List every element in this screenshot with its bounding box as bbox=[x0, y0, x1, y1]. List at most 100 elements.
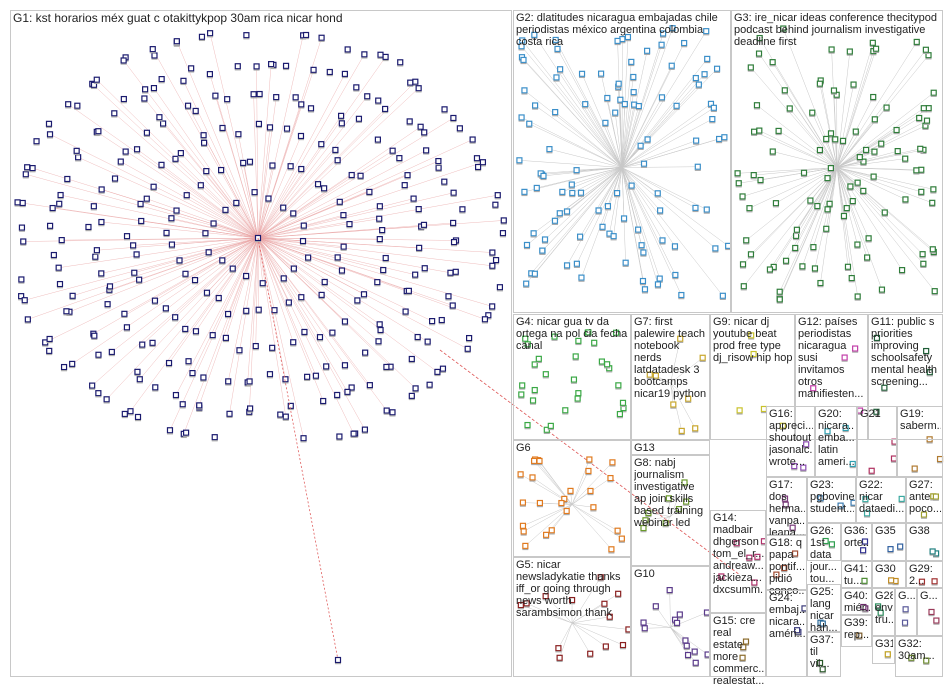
g2-node bbox=[518, 114, 525, 121]
g21-node-shadow bbox=[890, 461, 897, 463]
g1-node-shadow bbox=[377, 333, 384, 335]
g1-edge bbox=[142, 237, 259, 345]
g1-edge bbox=[257, 198, 414, 239]
g1-edge bbox=[229, 237, 259, 414]
g40-node bbox=[860, 603, 867, 611]
g6-node-shadow bbox=[608, 552, 615, 554]
g1-node bbox=[489, 249, 496, 256]
g1-node-shadow bbox=[441, 112, 448, 114]
g3-edge bbox=[769, 167, 838, 270]
g1-node bbox=[111, 110, 118, 117]
g1-edge bbox=[146, 198, 259, 239]
g3-node bbox=[872, 45, 880, 52]
g1-node-shadow bbox=[98, 192, 105, 194]
g20-node-shadow bbox=[824, 434, 831, 436]
g2-node bbox=[531, 31, 538, 39]
g1-node-shadow bbox=[266, 377, 273, 379]
g2-node bbox=[641, 286, 649, 293]
g1-node bbox=[33, 138, 40, 145]
g3-node bbox=[930, 186, 937, 193]
group-label-g28: G28: env... tru... bbox=[875, 590, 893, 626]
g7-node-shadow bbox=[685, 401, 692, 403]
g3-node-shadow bbox=[756, 56, 763, 58]
g1-node-shadow bbox=[172, 398, 179, 400]
g1-node bbox=[408, 355, 415, 363]
g33-node bbox=[902, 606, 909, 613]
g3-node bbox=[830, 87, 838, 94]
g3-node bbox=[832, 136, 839, 143]
g1-node bbox=[459, 206, 466, 213]
g1-node-shadow bbox=[282, 382, 289, 384]
g1-edge bbox=[257, 218, 380, 239]
g1-outlier-node bbox=[334, 656, 342, 664]
g1-node bbox=[192, 328, 200, 335]
group-box-g36: G36: orte... bbox=[841, 523, 872, 561]
g1-node-shadow bbox=[321, 284, 328, 287]
g3-edge bbox=[836, 149, 924, 168]
g3-node bbox=[865, 235, 872, 242]
g3-edge bbox=[836, 51, 874, 168]
g1-node bbox=[139, 341, 146, 348]
g1-node bbox=[396, 155, 403, 162]
g2-node bbox=[701, 71, 708, 78]
g2-edge bbox=[621, 103, 712, 168]
g22-node bbox=[898, 495, 905, 503]
g2-node bbox=[695, 81, 702, 88]
group-box-g8: G8: nabj journalism investigative ap joi… bbox=[631, 455, 710, 566]
g1-node-shadow bbox=[55, 270, 62, 272]
g3-node-shadow bbox=[770, 269, 777, 272]
g1-node-shadow bbox=[315, 187, 322, 189]
g1-node bbox=[290, 265, 297, 272]
g1-node bbox=[130, 242, 137, 249]
g1-node-shadow bbox=[387, 369, 394, 371]
g1-node-shadow bbox=[18, 230, 25, 232]
g1-node bbox=[200, 139, 208, 146]
g3-edge bbox=[742, 167, 838, 197]
g1-node-shadow bbox=[283, 68, 290, 71]
g1-node-shadow bbox=[424, 344, 431, 346]
g11-node-shadow bbox=[926, 375, 933, 377]
g1-node-shadow bbox=[300, 441, 307, 443]
g3-node-shadow bbox=[740, 267, 747, 269]
g6-node-shadow bbox=[614, 533, 621, 535]
g1-node bbox=[424, 338, 431, 345]
g1-edge bbox=[183, 237, 259, 434]
g3-edge bbox=[756, 105, 838, 168]
g2-node bbox=[552, 36, 559, 44]
g7-edge bbox=[670, 382, 696, 429]
group-box-g9: G9: nicar dj youtube beat prod free type… bbox=[710, 314, 795, 440]
g3-node-shadow bbox=[827, 171, 834, 173]
g23-node-shadow bbox=[837, 508, 844, 510]
g1-edge bbox=[168, 237, 259, 364]
group-box-g24: G24: embaj... nicara... améri... bbox=[766, 590, 807, 677]
g2-edge bbox=[621, 107, 715, 168]
g2-edge bbox=[536, 167, 623, 189]
g6-node bbox=[517, 471, 524, 478]
g1-edge bbox=[176, 41, 259, 239]
g12-node-shadow bbox=[857, 413, 864, 415]
g5-node bbox=[517, 602, 524, 609]
g1-node bbox=[256, 90, 263, 98]
g6-edge bbox=[571, 504, 612, 550]
g1-node-shadow bbox=[415, 212, 422, 214]
group-box-g33: G... bbox=[895, 588, 917, 636]
g2-edge bbox=[621, 167, 659, 285]
g1-node bbox=[354, 297, 361, 304]
g2-node-shadow bbox=[518, 49, 525, 51]
g10-node-shadow bbox=[641, 631, 648, 633]
g1-edge bbox=[45, 237, 259, 343]
g1-node-shadow bbox=[340, 218, 347, 220]
g7-edge bbox=[670, 338, 681, 384]
g3-node-shadow bbox=[757, 183, 764, 185]
g1-node-shadow bbox=[362, 355, 369, 357]
g1-node bbox=[203, 168, 210, 175]
g6-node-shadow bbox=[536, 506, 543, 508]
g2-edge bbox=[605, 122, 623, 168]
g1-node-shadow bbox=[158, 167, 165, 170]
g7-node bbox=[699, 354, 706, 361]
g1-node-shadow bbox=[412, 277, 419, 279]
g1-node bbox=[299, 237, 307, 245]
g36-node bbox=[861, 538, 869, 545]
g10-node-shadow bbox=[691, 654, 698, 656]
g2-node bbox=[559, 188, 566, 195]
